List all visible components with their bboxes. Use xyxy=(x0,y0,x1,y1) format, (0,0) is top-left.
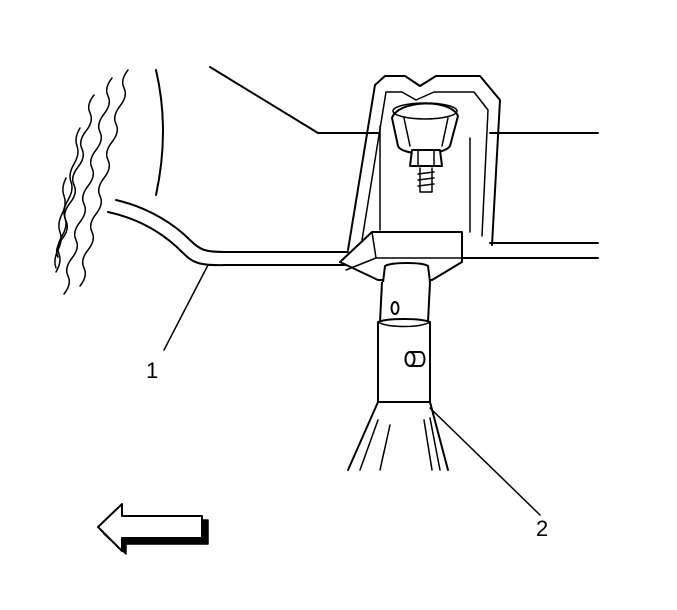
tire-tread xyxy=(54,69,164,295)
leader-line-1 xyxy=(163,264,209,351)
arrow-left-icon xyxy=(97,503,209,555)
frame-rail xyxy=(107,199,349,267)
callout-2: 2 xyxy=(536,516,548,541)
mount-bolt xyxy=(409,149,443,193)
jack-stand xyxy=(339,231,463,471)
body-mount-bracket xyxy=(347,75,501,251)
rubber-cushion xyxy=(391,102,459,155)
leader-line-2 xyxy=(429,407,541,516)
vehicle-body-outline xyxy=(209,66,599,259)
callout-1: 1 xyxy=(146,358,158,383)
